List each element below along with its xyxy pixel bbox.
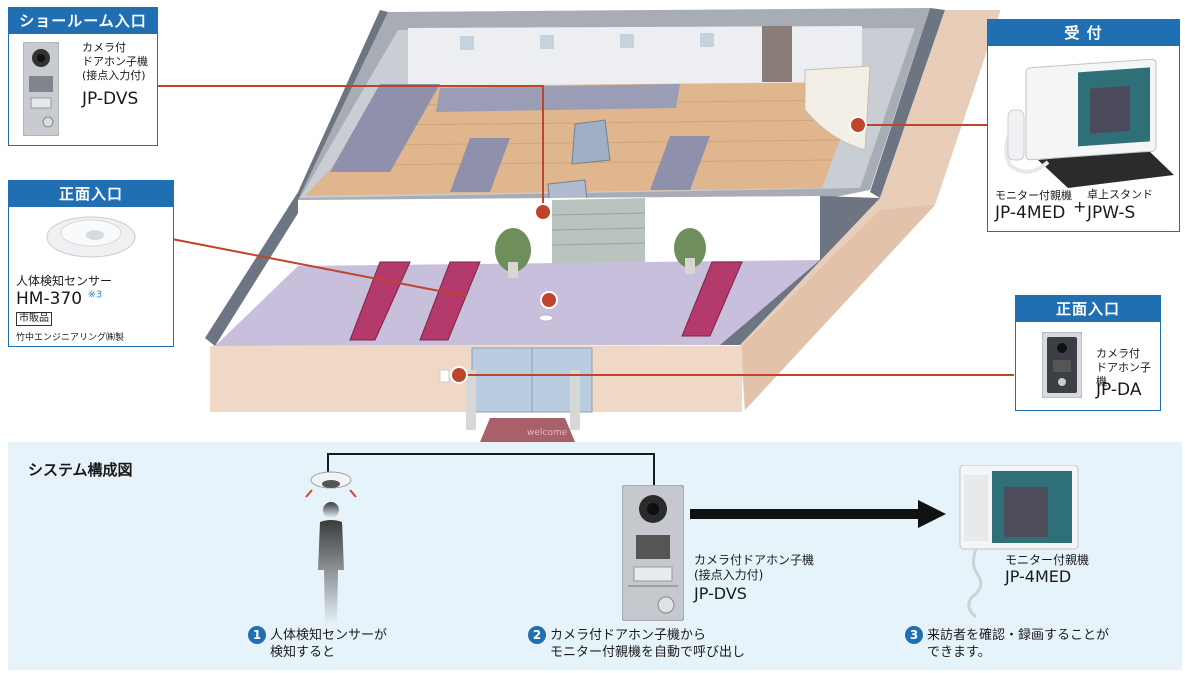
step-text: モニター付親機を自動で呼び出し xyxy=(550,645,746,660)
step-text: 来訪者を確認・録画することが xyxy=(927,628,1110,643)
desc-line: カメラ付 xyxy=(82,41,126,54)
callout-line-reception xyxy=(860,124,988,126)
callout-line-front-door xyxy=(460,374,1014,376)
model-number: JP-DA xyxy=(1096,380,1142,400)
sensor-desc: 人体検知センサー xyxy=(16,274,113,288)
commercial-tag: 市販品 xyxy=(16,312,52,326)
card-reception: 受 付 モニター付親機 卓上スタンド JP-4MED + JPW-S xyxy=(987,19,1180,232)
welcome-mat-text: welcome xyxy=(527,428,568,438)
step-1: 1 人体検知センサーが 検知すると xyxy=(248,626,387,661)
step-number: 3 xyxy=(905,626,923,644)
door-label-line: (接点入力付) xyxy=(694,568,764,582)
door-label-line: カメラ付ドアホン子機 xyxy=(694,553,815,567)
step-text: カメラ付ドアホン子機から xyxy=(550,628,707,643)
plant-icon xyxy=(495,228,706,278)
card-front-door: 正面入口 カメラ付 ドアホン子機 JP-DA xyxy=(1015,295,1161,411)
monitor-unit-icon xyxy=(959,465,1079,619)
callout-line-showroom-v xyxy=(542,85,544,209)
card-header: 受 付 xyxy=(988,20,1179,46)
desc-line: ドアホン子機 xyxy=(1096,361,1151,388)
footnote-mark: ※3 xyxy=(87,289,103,301)
model-stand: JPW-S xyxy=(1087,203,1136,223)
callout-dot-sensor xyxy=(540,291,558,309)
step-text: 検知すると xyxy=(270,645,336,660)
step-number: 1 xyxy=(248,626,266,644)
label-monitor: モニター付親機 xyxy=(995,189,1072,202)
card-header: ショールーム入口 xyxy=(9,8,157,34)
callout-dot-reception xyxy=(849,116,867,134)
callout-dot-front-door xyxy=(450,366,468,384)
ceiling-sensor-icon xyxy=(305,471,357,498)
building-illustration: welcome xyxy=(205,8,1000,442)
monitor-station-icon xyxy=(1004,58,1174,188)
card-showroom-entrance: ショールーム入口 カメラ付 ドアホン子機 (接点入力付) JP-DVS xyxy=(8,7,158,146)
label-stand: 卓上スタンド xyxy=(1087,188,1153,201)
callout-dot-showroom xyxy=(534,203,552,221)
desc-line: (接点入力付) xyxy=(82,69,146,82)
step-text: できます。 xyxy=(927,645,991,660)
visitor-silhouette-icon xyxy=(318,502,344,624)
desc-line: カメラ付 xyxy=(1096,347,1140,360)
desc-line: ドアホン子機 xyxy=(82,55,148,68)
system-title: システム構成図 xyxy=(28,461,133,479)
call-arrow-icon xyxy=(690,500,946,528)
plus-sign: + xyxy=(1073,197,1087,216)
step-text: 人体検知センサーが xyxy=(270,628,388,643)
card-header: 正面入口 xyxy=(1016,296,1160,322)
model-number: JP-DVS xyxy=(82,89,139,109)
step-number: 2 xyxy=(528,626,546,644)
model-monitor: JP-4MED xyxy=(995,203,1066,223)
door-model: JP-DVS xyxy=(694,584,747,603)
monitor-label: モニター付親機 xyxy=(1005,553,1090,567)
monitor-model: JP-4MED xyxy=(1005,567,1072,586)
card-header: 正面入口 xyxy=(9,181,173,207)
door-station-large-icon xyxy=(622,485,684,621)
maker-text: 竹中エンジニアリング㈱製 xyxy=(16,333,125,343)
step-3: 3 来訪者を確認・録画することが できます。 xyxy=(905,626,1109,661)
callout-line-showroom xyxy=(156,85,543,87)
card-front-sensor: 正面入口 人体検知センサー HM-370 ※3 市販品 竹中エンジニアリング㈱製 xyxy=(8,180,174,347)
model-number: HM-370 xyxy=(16,289,83,309)
connection-wire xyxy=(327,453,655,486)
door-station-icon xyxy=(23,42,59,136)
door-station-icon xyxy=(1042,332,1082,398)
motion-sensor-icon xyxy=(46,216,136,258)
step-2: 2 カメラ付ドアホン子機から モニター付親機を自動で呼び出し xyxy=(528,626,745,661)
